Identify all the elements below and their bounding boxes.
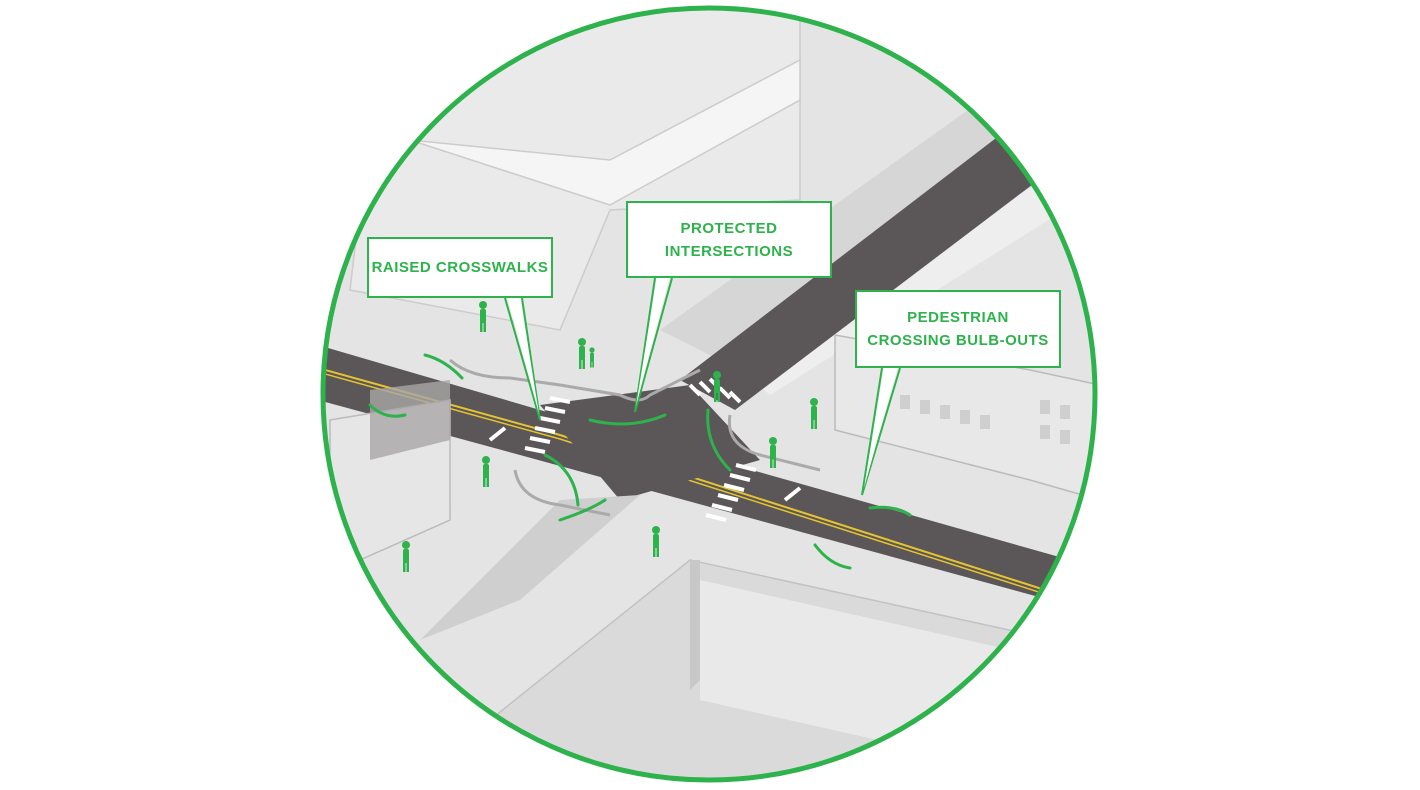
building-east-windows [900,395,1070,444]
pedestrian-icon [769,437,777,468]
pedestrian-icon [652,526,660,557]
pointer-bulb-outs [861,367,901,496]
callout-label-line-1: PROTECTED [680,219,778,237]
building-north-roof-edge [409,58,801,206]
road-northeast [680,135,1045,410]
cyclist-path-arcs [368,353,912,570]
building-south-edge [690,560,700,690]
cyclist-path-arc [813,543,852,570]
building-west-shadow [370,380,450,460]
intersection-core [540,385,760,500]
callout-pedestrian-bulb-outs: PEDESTRIAN CROSSING BULB-OUTS [855,290,1061,368]
cyclist-path-arc [868,505,912,517]
callout-label-line-1: PEDESTRIAN [907,309,1009,326]
pedestrian-icon [479,301,487,332]
cyclist-path-arc [558,498,607,522]
pedestrian-icon [402,541,410,572]
curb-east [727,414,821,472]
pointer-protected-intersections [634,277,673,413]
pedestrian-icon [482,456,490,487]
cyclist-path-arc [706,408,732,472]
callout-pointers [504,277,901,496]
cyclist-path-arc [423,353,464,380]
curb-southwest [513,469,611,517]
callout-label-line-2: CROSSING BULB-OUTS [867,332,1049,349]
pedestrian-icon [810,398,818,429]
callout-raised-crosswalks: RAISED CROSSWALKS [367,237,553,298]
pedestrian-icon [589,347,595,368]
cyclist-path-arc [588,413,667,426]
crosswalk-west [524,396,571,454]
cyclist-path-arc [543,453,580,507]
callout-pointer-fills [507,276,898,488]
road-southwest [420,495,640,640]
crosswalk-east [705,463,757,522]
pedestrian-icon [578,338,586,369]
cyclist-path-arc [368,403,407,418]
callout-label-line-2: INTERSECTIONS [664,242,794,260]
pedestrian-icon [713,371,721,402]
curb-north [448,358,701,402]
lane-dashes [488,426,802,502]
pointer-raised-crosswalks [504,297,541,421]
callout-label: RAISED CROSSWALKS [371,259,549,276]
scene-content [323,8,1095,780]
pedestrians [402,301,818,572]
callout-protected-intersections: PROTECTED INTERSECTIONS [626,201,832,278]
circle-frame [320,5,1098,783]
